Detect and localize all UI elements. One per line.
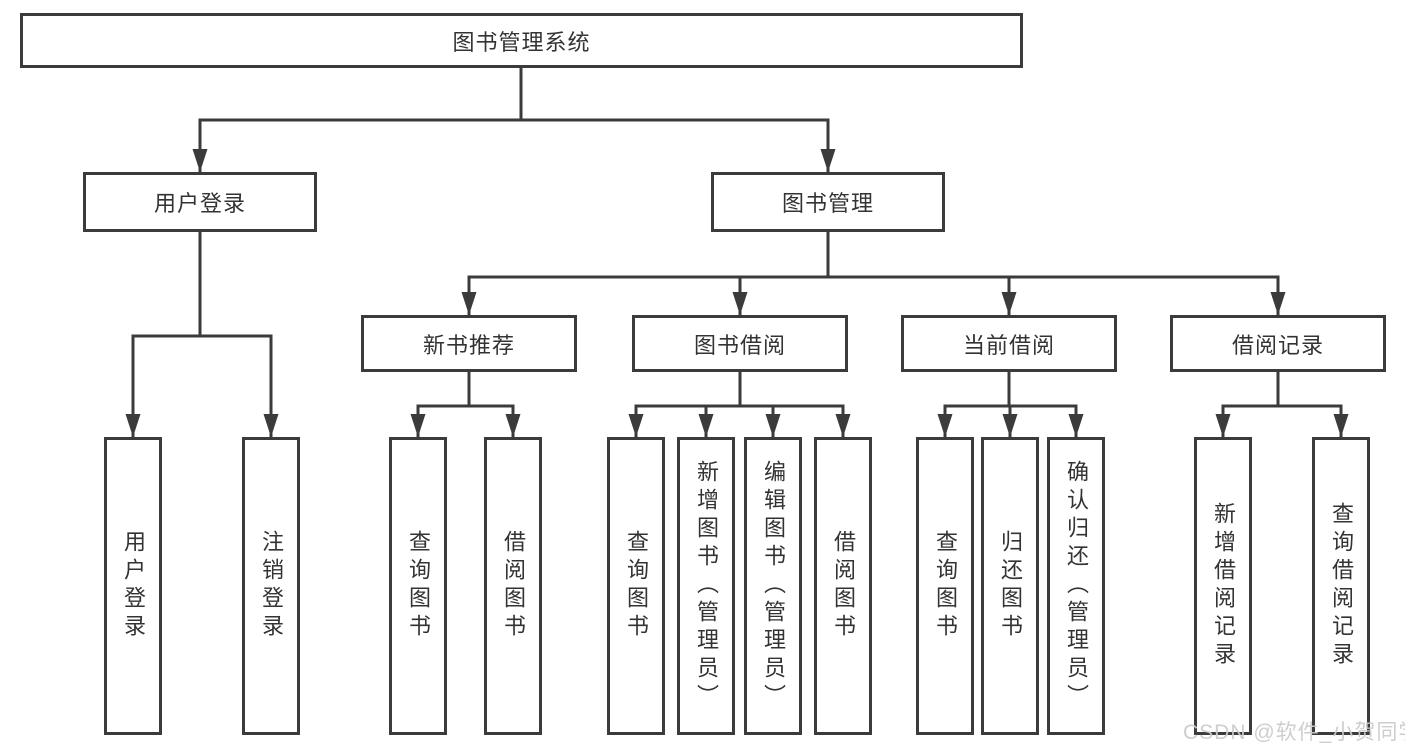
csdn-watermark: CSDN @软件_小贺同学 — [1183, 721, 1405, 744]
node-book-borrowing: 图书借阅 — [632, 315, 848, 372]
leaf-user-login: 用户登录 — [104, 437, 162, 735]
node-current-borrowing: 当前借阅 — [901, 315, 1117, 372]
node-borrowing-records: 借阅记录 — [1170, 315, 1386, 372]
node-user-login: 用户登录 — [83, 172, 317, 232]
node-book-management: 图书管理 — [711, 172, 945, 232]
node-root-system: 图书管理系统 — [20, 13, 1023, 68]
leaf-add-books-admin: 新增图书（管理员） — [677, 437, 735, 735]
leaf-add-borrow-record: 新增借阅记录 — [1194, 437, 1252, 735]
leaf-borrow-books-recommend: 借阅图书 — [484, 437, 542, 735]
leaf-return-books: 归还图书 — [981, 437, 1039, 735]
leaf-edit-books-admin: 编辑图书（管理员） — [744, 437, 802, 735]
leaf-confirm-return-admin: 确认归还（管理员） — [1047, 437, 1105, 735]
leaf-query-books-borrowing: 查询图书 — [607, 437, 665, 735]
leaf-query-books-recommend: 查询图书 — [389, 437, 447, 735]
leaf-query-books-current: 查询图书 — [916, 437, 974, 735]
leaf-query-borrow-record: 查询借阅记录 — [1312, 437, 1370, 735]
node-new-book-recommend: 新书推荐 — [361, 315, 577, 372]
leaf-logout: 注销登录 — [242, 437, 300, 735]
leaf-borrow-books-borrowing: 借阅图书 — [814, 437, 872, 735]
